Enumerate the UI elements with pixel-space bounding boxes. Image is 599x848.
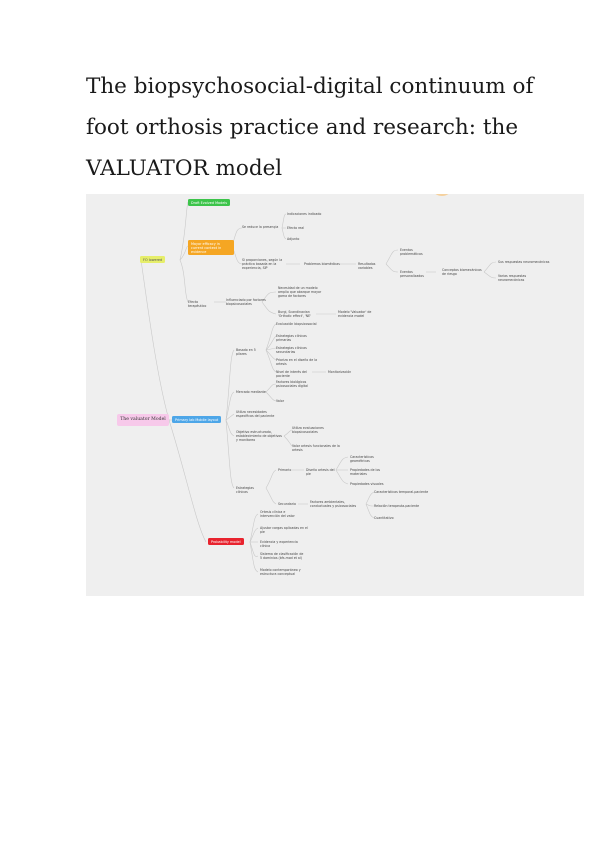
node-efecto: Efecto terapéutico (188, 300, 207, 308)
title-line-3: VALUATOR model (86, 156, 283, 181)
node-mercado: Mercado mediante (236, 390, 266, 394)
node-estr: Estrategias clínicas primarias (276, 334, 307, 342)
node-sist: Sistema de clasificación de 5 dominios (… (260, 552, 304, 560)
node-monit: Monitorización (328, 370, 352, 374)
node-sub1: Sus respuestas neuromecánicas (498, 260, 550, 264)
node-primario: Primario (278, 468, 292, 472)
node-adj: Adjunto (287, 237, 300, 241)
node-car2: Características temporal-paciente (374, 490, 429, 494)
branch-green: Draft Evolved Models (188, 199, 231, 206)
node-rel: Relación terapeuta-paciente (374, 504, 420, 508)
node-estr2: Estrategias clínicas secundarias (276, 346, 307, 354)
node-valor2: Valor ortesis funcionales de la ortesis (292, 444, 340, 452)
node-result: Resultados variables (358, 262, 376, 270)
root-node: The valuator Model (117, 414, 169, 426)
document-title: The biopsychosocial-digital continuum of… (86, 66, 534, 189)
node-indic: Indicaciones indicado (287, 212, 322, 216)
mindmap-connectors (140, 201, 497, 573)
node-cons: Conceptos biomecánicos de riesgo (442, 268, 482, 276)
node-ev2: Eventos personalizados (400, 270, 424, 278)
node-car: Características geométricas (350, 455, 374, 463)
node-valor: Valor (276, 399, 285, 403)
title-line-2: foot orthosis practice and research: the (86, 115, 519, 140)
node-base: Basado en 5 pilares (236, 348, 256, 356)
node-diseno: Diseño ortesis del pie (306, 468, 335, 476)
highlight-mark (434, 194, 450, 196)
branch-orange: Mayor efficacy in current context in evi… (188, 240, 234, 255)
node-ev1: Eventos problemáticos (400, 248, 423, 256)
node-infl: Influenciado por factores biopsicosocial… (226, 298, 266, 306)
node-prop2: Propiedades de los materiales (350, 468, 381, 476)
node-utiliza2: Utiliza evaluaciones biopsicosociales (292, 426, 324, 434)
node-eval: Evaluación biopsicosocial (276, 322, 317, 326)
node-utiliza: Utiliza necesidades específicas del paci… (236, 410, 275, 418)
node-factors: Factores biológicos psicosociales digita… (276, 380, 308, 388)
node-objet: Objetivo estructurado, establecimiento d… (236, 430, 282, 442)
node-evid: Evidencia y experiencia clínica (260, 540, 298, 548)
branch-fo-lowered: FO lowered (140, 256, 166, 263)
node-prop3: Propiedades visuales (350, 482, 384, 486)
node-ajust: Ajustar cargas aplicadas en el pie (260, 526, 308, 534)
branch-red: Probability model (208, 538, 244, 545)
node-efectiv: Se reduce la presençia (242, 225, 279, 229)
mindmap-figure: The valuator Model FO lowered Draft Evol… (86, 194, 584, 596)
node-cuant: Cuantitativo (374, 516, 394, 520)
node-ortesis: Ortesis clínica e intervención del valor (260, 510, 295, 518)
node-fact: Factores ambientales, conductuales y psi… (310, 500, 357, 508)
node-estrat: Estrategias clínicas (236, 486, 254, 494)
node-sub2: Varias respuestas neuromecánicas (498, 274, 527, 282)
node-prop: Si proporciones, según la práctica basad… (242, 258, 283, 270)
node-probl: Problemas biomédicas (304, 262, 340, 266)
node-indic2: Efecto real (287, 226, 305, 230)
node-nec: Necesidad de un modelo amplio que abarqu… (278, 286, 322, 298)
branch-blue: Primary lab Mobile layout (172, 416, 222, 423)
node-nivel: Nivel de interés del paciente (276, 370, 307, 378)
node-modelo: Modelo 'Valuador' de evidencia model (338, 310, 372, 318)
node-secund: Secundario (278, 502, 296, 506)
node-priori: Prioriza en el diseño de la ortesis (276, 358, 318, 366)
node-hf: Burgi, Scandinavian 'Orthotic effect', '… (278, 310, 311, 318)
title-line-1: The biopsychosocial-digital continuum of (86, 74, 534, 99)
node-mod: Modelo contemporáneo y estructura concep… (260, 568, 301, 576)
